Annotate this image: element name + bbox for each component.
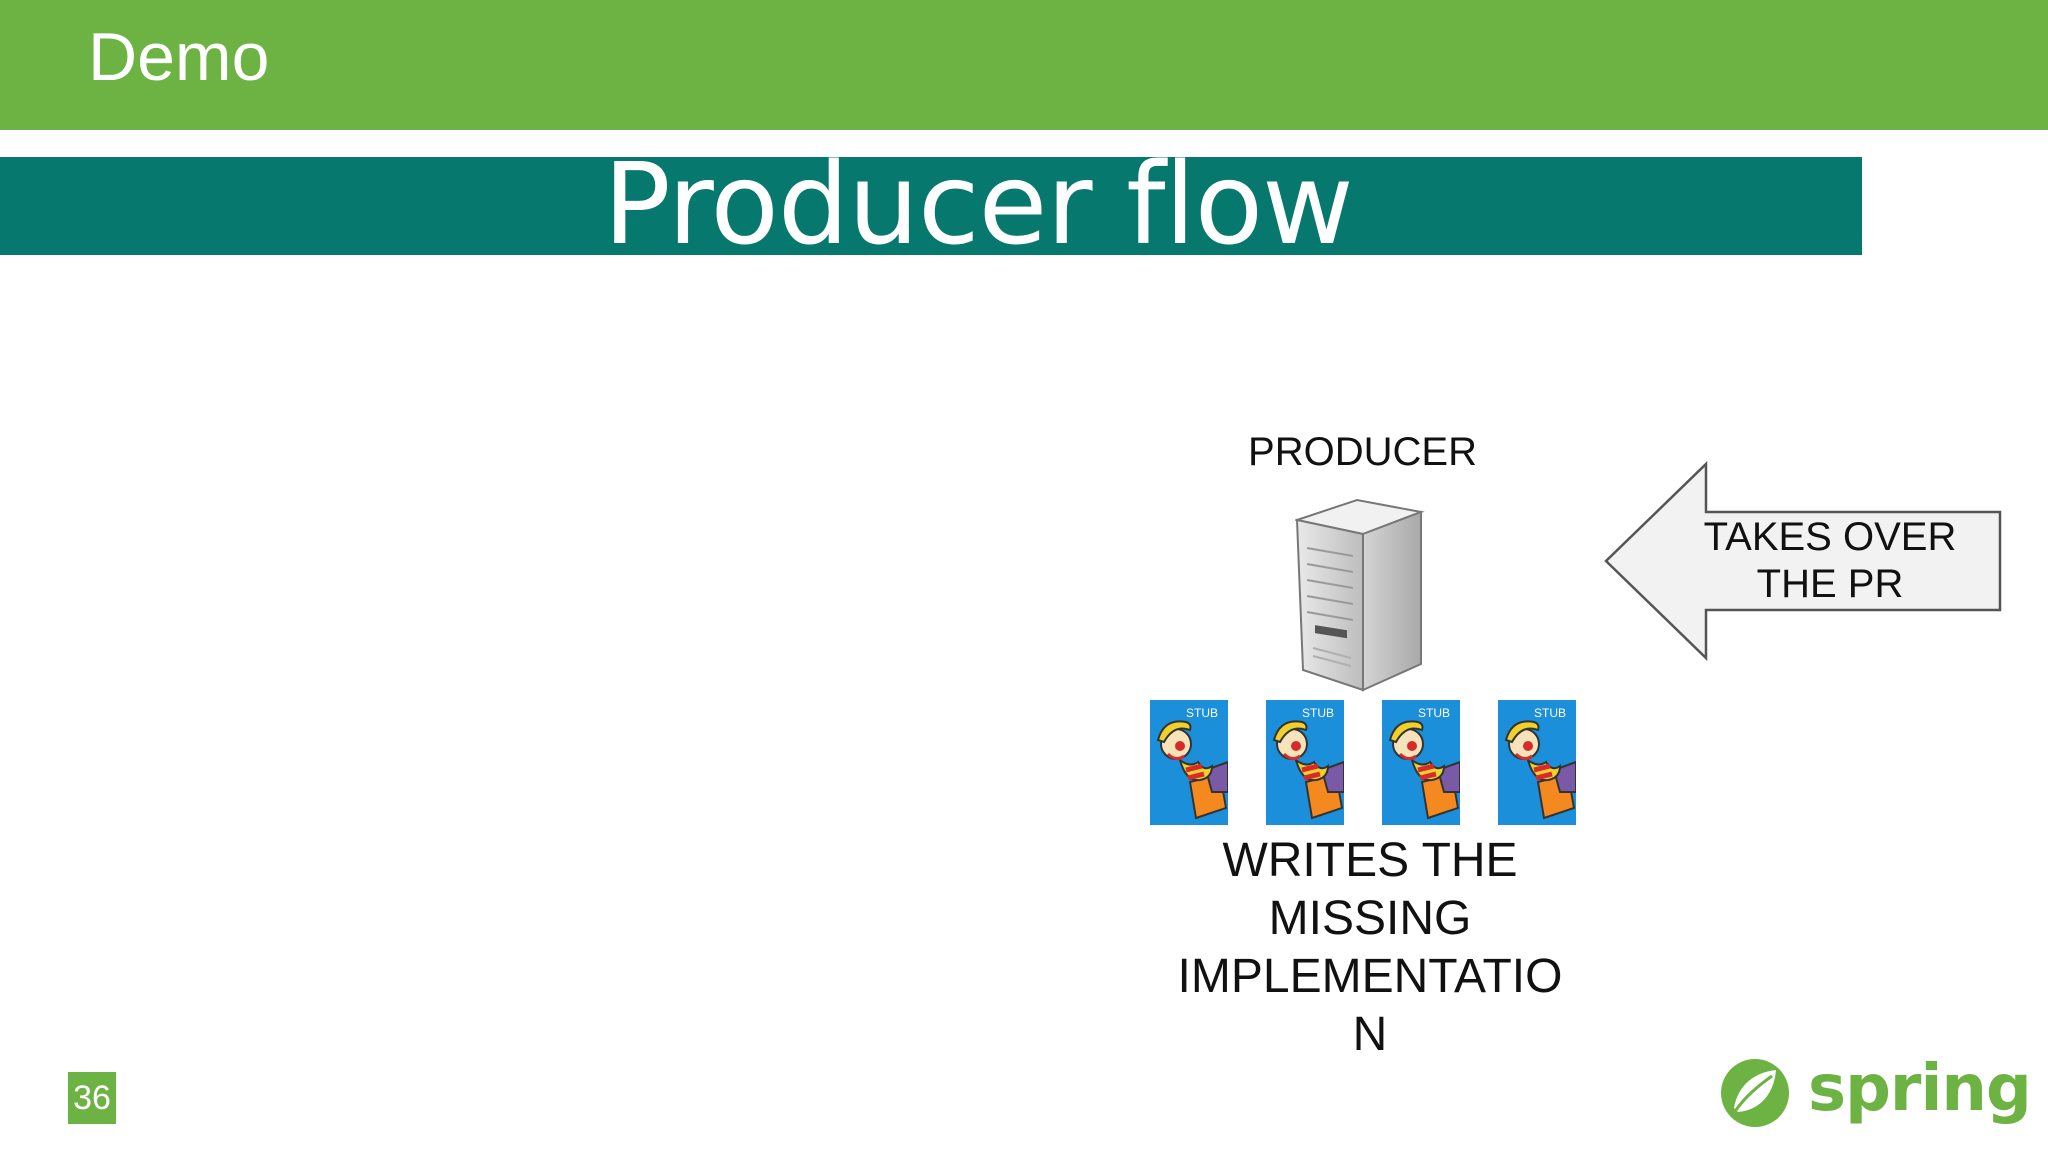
- caption: WRITES THE MISSING IMPLEMENTATIO N: [1150, 832, 1590, 1064]
- spring-leaf-icon: [1721, 1059, 1789, 1127]
- caption-line: MISSING: [1268, 892, 1472, 945]
- callout-line: THE PR: [1756, 562, 1904, 606]
- slide-heading: Producer flow: [603, 140, 1354, 270]
- caption-line: WRITES THE: [1222, 834, 1518, 887]
- callout-text: TAKES OVER THE PR: [1685, 514, 1975, 608]
- page-number: 36: [68, 1072, 116, 1124]
- caption-line: N: [1352, 1008, 1388, 1061]
- header-bar: Demo: [0, 0, 2048, 130]
- server-icon: [1295, 498, 1425, 692]
- stub-icon: STUB: [1150, 700, 1228, 825]
- header-title: Demo: [88, 19, 270, 95]
- spring-logo-text: spring: [1808, 1052, 2032, 1126]
- stub-label: STUB: [1186, 706, 1218, 720]
- left-arrow-callout: [1604, 461, 2002, 661]
- producer-label: PRODUCER: [1248, 430, 1477, 474]
- caption-line: IMPLEMENTATIO: [1177, 950, 1563, 1003]
- stub-label: STUB: [1534, 706, 1566, 720]
- stub-label: STUB: [1302, 706, 1334, 720]
- stub-label: STUB: [1418, 706, 1450, 720]
- stubs-row: STUB STUB STUB STUB: [1150, 700, 1580, 825]
- title-band: Producer flow: [0, 145, 1862, 265]
- stub-icon: STUB: [1498, 700, 1576, 825]
- callout-line: TAKES OVER: [1703, 515, 1957, 559]
- stub-icon: STUB: [1382, 700, 1460, 825]
- stub-icon: STUB: [1266, 700, 1344, 825]
